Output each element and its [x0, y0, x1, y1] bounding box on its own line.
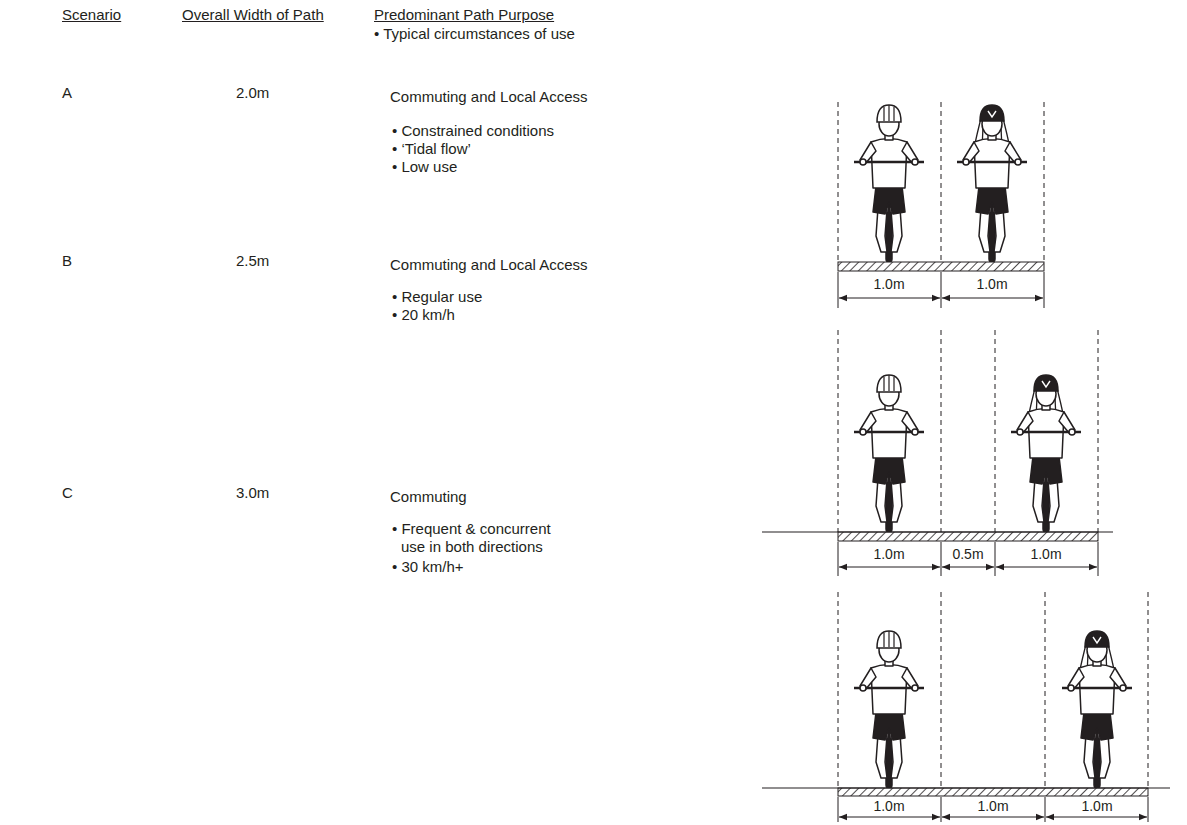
use-bullet: • ‘Tidal flow’	[392, 140, 471, 158]
dimension-label: 1.0m	[974, 276, 1009, 292]
cyclist	[1011, 375, 1081, 532]
scenario-letter: A	[62, 84, 72, 102]
column-header: Predominant Path Purpose	[374, 6, 554, 24]
dimension-label: 0.5m	[950, 546, 985, 562]
use-bullet: • Regular use	[392, 288, 482, 306]
path-width: 3.0m	[236, 484, 269, 502]
use-bullet: • Constrained conditions	[392, 122, 554, 140]
cyclist	[1062, 631, 1132, 788]
scenario-c-figure	[762, 592, 1170, 822]
cyclist	[854, 105, 924, 262]
use-bullet: • Frequent & concurrent use in both dire…	[392, 520, 579, 556]
use-bullet: • 20 km/h	[392, 306, 455, 324]
dimension-label: 1.0m	[1028, 546, 1063, 562]
dimension-label: 1.0m	[1079, 798, 1114, 814]
scenario-a-figure	[838, 102, 1044, 308]
path-purpose: Commuting and Local Access	[390, 88, 588, 106]
path-purpose: Commuting	[390, 488, 467, 506]
use-bullet: • 30 km/h+	[392, 558, 464, 576]
cyclist	[957, 105, 1027, 262]
use-bullet: • Low use	[392, 158, 457, 176]
dimension-label: 1.0m	[871, 798, 906, 814]
path-width: 2.0m	[236, 84, 269, 102]
scenario-letter: B	[62, 252, 72, 270]
path-purpose: Commuting and Local Access	[390, 256, 588, 274]
dimension-label: 1.0m	[871, 546, 906, 562]
column-header: Overall Width of Path	[182, 6, 324, 24]
column-header: Scenario	[62, 6, 121, 24]
scenario-b-figure	[762, 330, 1113, 576]
dimension-label: 1.0m	[975, 798, 1010, 814]
dimension-label: 1.0m	[871, 276, 906, 292]
path-width: 2.5m	[236, 252, 269, 270]
column-subheader: • Typical circumstances of use	[374, 25, 575, 43]
scenario-letter: C	[62, 484, 73, 502]
cyclist	[854, 375, 924, 532]
cyclist	[854, 631, 924, 788]
